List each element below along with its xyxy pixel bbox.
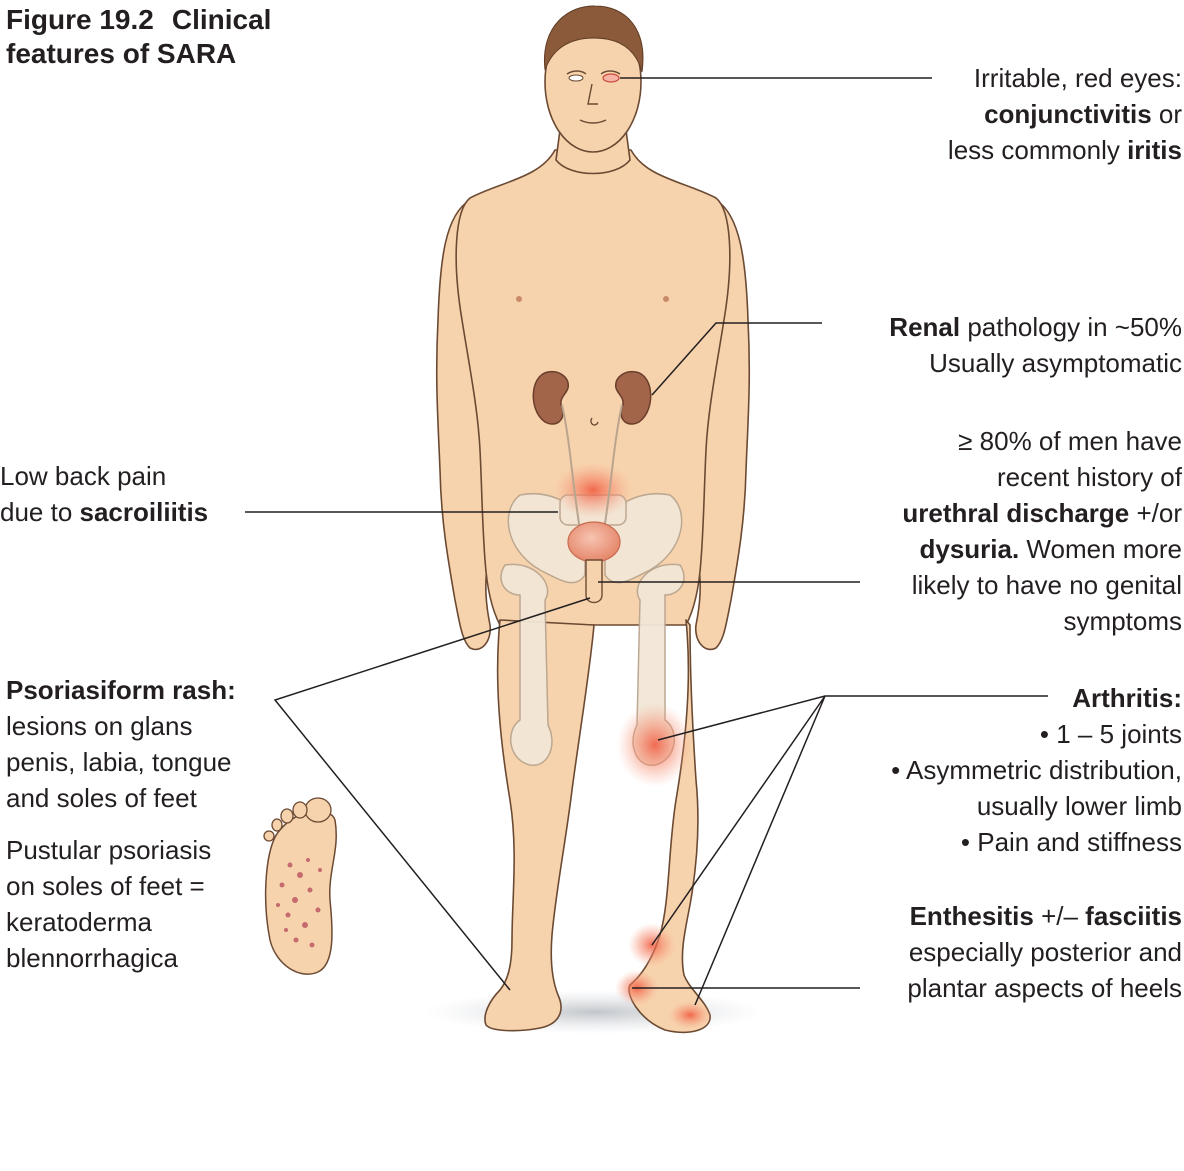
urethral-line4-rest: Women more [1019,534,1182,564]
eyes-line2-rest: or [1151,99,1182,129]
label-eyes: Irritable, red eyes: conjunctivitis or l… [948,60,1182,168]
fasciitis-bold: fasciitis [1085,901,1182,931]
back-sacroiliitis: sacroiliitis [79,497,209,527]
label-psoriasiform-rash: Psoriasiform rash: lesions on glans peni… [6,672,236,816]
leader-renal [651,322,822,396]
pustule-dots [276,858,322,948]
urethral-dysuria: dysuria. [919,534,1020,564]
kidney-right [615,370,652,425]
label-back-pain: Low back pain due to sacroiliitis [0,458,208,530]
right-leg [628,619,711,1034]
label-arthritis: Arthritis: • 1 – 5 joints • Asymmetric d… [891,680,1182,860]
eyes-line1: Irritable, red eyes: [973,63,1182,93]
left-eye [568,74,584,82]
figure-title-line2: features of SARA [6,38,237,69]
enthesitis-line3: plantar aspects of heels [907,973,1182,1003]
rash-line3: penis, labia, tongue [6,747,232,777]
floor-shadow [425,990,765,1034]
enthesitis-mid: +/– [1033,901,1086,931]
figure-title: Figure 19.2 Clinical features of SARA [6,3,271,71]
figure-number: Figure 19.2 [6,4,154,35]
kidneys [532,370,652,425]
ureters [561,404,623,531]
left-leg [484,619,595,1032]
arthritis-title: Arthritis: [1072,683,1182,713]
label-urethral: ≥ 80% of men have recent history of uret… [902,423,1182,639]
toe-inflammation [668,1001,712,1029]
leader-lines [245,77,1048,1006]
eyes-line3-pre: less commonly [947,135,1128,165]
label-renal: Renal pathology in ~50% Usually asymptom… [889,309,1182,381]
leader-arthritis-ankle [651,695,826,1006]
urethral-line2: recent history of [997,462,1182,492]
knee-inflammation [617,703,693,787]
enthesitis-bold: Enthesitis [909,901,1034,931]
arthritis-item2: • Asymmetric distribution, [891,755,1182,785]
urethral-line1: ≥ 80% of men have [958,426,1182,456]
rash-title: Psoriasiform rash: [6,675,236,705]
back-line2-pre: due to [0,497,80,527]
face-features [566,70,621,124]
urethral-line6: symptoms [1063,606,1182,636]
label-enthesitis: Enthesitis +/– fasciitis especially post… [907,898,1182,1006]
penis [585,559,603,604]
leader-rash [273,597,591,991]
renal-line1-rest: pathology in ~50% [960,312,1182,342]
navel [590,417,599,426]
arthritis-item4: • Pain and stiffness [960,827,1182,857]
pustular-line2: on soles of feet = [6,871,205,901]
urethral-discharge: urethral discharge [902,498,1130,528]
rash-line4: and soles of feet [6,783,197,813]
enthesitis-line2: especially posterior and [908,937,1182,967]
urethra-inflammation [553,462,633,518]
urethral-line5: likely to have no genital [911,570,1182,600]
right-eye-red [602,73,620,83]
figure-title-line1: Clinical [171,4,272,35]
label-pustular-psoriasis: Pustular psoriasis on soles of feet = ke… [6,832,211,976]
nipple-right [663,296,669,302]
eyes-iritis: iritis [1127,135,1182,165]
kidney-left [532,370,569,425]
pustular-line3: keratoderma [6,907,152,937]
arthritis-item1: • 1 – 5 joints [1039,719,1182,749]
bladder [567,521,621,563]
urethral-line3-rest: +/or [1129,498,1182,528]
pustular-line4: blennorrhagica [6,943,179,973]
eyes-conjunctivitis: conjunctivitis [984,99,1152,129]
foot-sole-illustration [263,797,337,975]
pustular-line1: Pustular psoriasis [6,835,212,865]
renal-line2: Usually asymptomatic [929,348,1182,378]
arthritis-item3: usually lower limb [976,791,1182,821]
nipple-left [516,296,522,302]
rash-line2: lesions on glans [6,711,193,741]
back-line1: Low back pain [0,461,167,491]
renal-bold: Renal [889,312,961,342]
hair [543,5,644,73]
